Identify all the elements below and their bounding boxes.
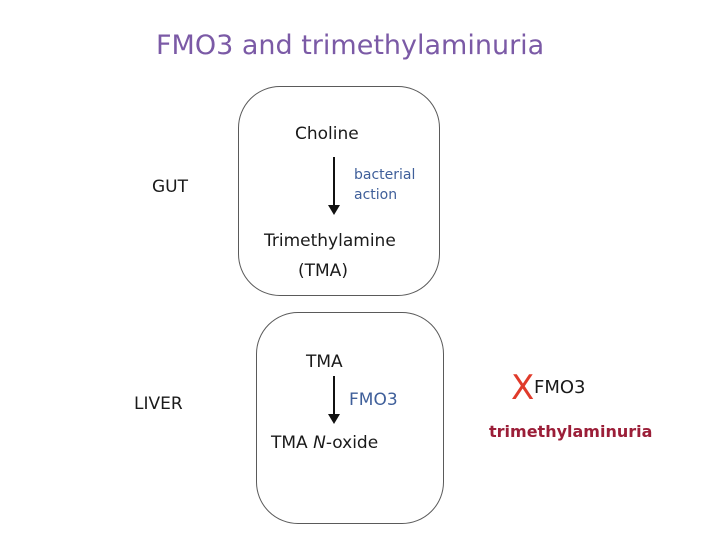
tma-n-oxide-label: TMA N-oxide [271, 433, 378, 453]
tma-n-oxide-suffix: -oxide [325, 433, 379, 453]
liver-conversion-arrow [328, 376, 340, 424]
page-title: FMO3 and trimethylaminuria [156, 30, 545, 61]
tma-substrate-label: TMA [306, 352, 343, 372]
trimethylaminuria-label: trimethylaminuria [489, 422, 653, 441]
defective-fmo3-label: FMO3 [534, 377, 586, 398]
bacterial-action-line2: action [354, 187, 398, 203]
gut-label: GUT [152, 177, 189, 197]
liver-label: LIVER [134, 394, 183, 414]
gut-conversion-arrow [328, 157, 340, 215]
tma-n-oxide-prefix: TMA [271, 433, 314, 453]
tma-abbrev-label: (TMA) [298, 261, 348, 281]
fmo3-enzyme-label: FMO3 [349, 390, 398, 410]
bacterial-action-line1: bacterial [354, 167, 416, 183]
gut-compartment-box [238, 86, 440, 296]
tma-n-oxide-italic-n: N [313, 433, 326, 453]
trimethylamine-label: Trimethylamine [264, 231, 396, 251]
bacterial-action-label: bacterial action [354, 165, 415, 205]
liver-compartment-box [256, 312, 444, 524]
choline-label: Choline [295, 124, 359, 144]
defect-x-mark: X [511, 368, 535, 408]
